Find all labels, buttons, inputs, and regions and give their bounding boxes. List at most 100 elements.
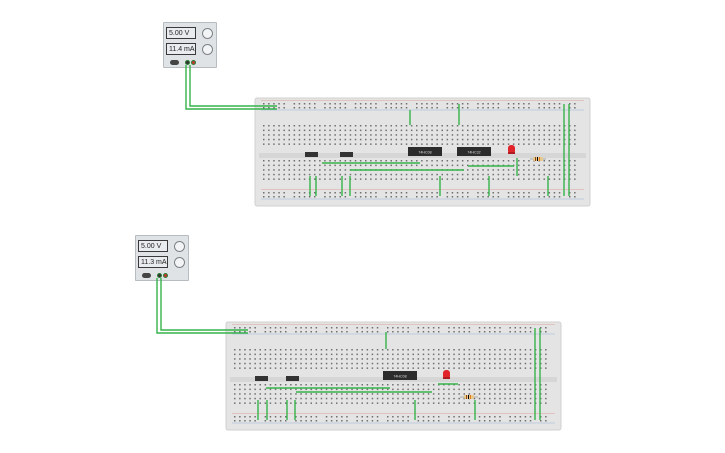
breadboard-hole[interactable] [249, 353, 251, 356]
breadboard-hole[interactable] [314, 192, 316, 194]
breadboard-hole[interactable] [422, 327, 425, 329]
breadboard-hole[interactable] [329, 129, 331, 132]
breadboard-hole[interactable] [427, 349, 430, 351]
breadboard-hole[interactable] [497, 107, 500, 109]
breadboard-hole[interactable] [489, 362, 491, 365]
breadboard-hole[interactable] [298, 134, 301, 136]
breadboard-hole[interactable] [463, 420, 466, 422]
breadboard-hole[interactable] [467, 178, 469, 180]
breadboard-hole[interactable] [283, 178, 285, 180]
breadboard-hole[interactable] [540, 353, 542, 356]
breadboard-hole[interactable] [432, 349, 435, 351]
breadboard-hole[interactable] [356, 349, 358, 351]
breadboard-hole[interactable] [329, 160, 331, 162]
breadboard-hole[interactable] [489, 388, 491, 391]
breadboard-hole[interactable] [308, 125, 311, 127]
breadboard-hole[interactable] [412, 362, 415, 365]
breadboard-hole[interactable] [504, 393, 506, 395]
breadboard-hole[interactable] [514, 358, 517, 360]
breadboard-hole[interactable] [548, 196, 551, 198]
breadboard-hole[interactable] [504, 397, 506, 400]
breadboard-hole[interactable] [375, 107, 377, 109]
breadboard-hole[interactable] [524, 327, 527, 329]
breadboard-hole[interactable] [315, 367, 318, 369]
breadboard-hole[interactable] [390, 103, 393, 105]
breadboard-hole[interactable] [264, 420, 267, 422]
breadboard-hole[interactable] [234, 384, 236, 386]
breadboard-hole[interactable] [438, 420, 440, 422]
breadboard-hole[interactable] [285, 416, 287, 418]
breadboard-hole[interactable] [344, 173, 347, 176]
breadboard-hole[interactable] [463, 353, 466, 356]
breadboard-hole[interactable] [421, 134, 423, 136]
breadboard-hole[interactable] [371, 331, 374, 333]
breadboard-hole[interactable] [405, 164, 408, 167]
breadboard-hole[interactable] [443, 384, 445, 386]
breadboard-hole[interactable] [533, 129, 535, 132]
breadboard-hole[interactable] [249, 349, 251, 351]
breadboard-hole[interactable] [344, 169, 347, 171]
breadboard-hole[interactable] [463, 358, 466, 360]
breadboard-hole[interactable] [381, 397, 384, 400]
breadboard-hole[interactable] [330, 327, 333, 329]
breadboard-hole[interactable] [376, 358, 379, 360]
breadboard-hole[interactable] [339, 196, 342, 198]
breadboard-hole[interactable] [346, 331, 348, 333]
breadboard-hole[interactable] [473, 358, 476, 360]
breadboard-hole[interactable] [519, 353, 522, 356]
breadboard-hole[interactable] [507, 169, 510, 171]
breadboard-hole[interactable] [473, 362, 476, 365]
breadboard-hole[interactable] [385, 196, 387, 198]
breadboard-hole[interactable] [417, 402, 420, 404]
breadboard-hole[interactable] [293, 129, 296, 132]
breadboard-hole[interactable] [412, 353, 415, 356]
breadboard-hole[interactable] [305, 362, 307, 365]
breadboard-hole[interactable] [553, 125, 556, 127]
breadboard-hole[interactable] [295, 416, 297, 418]
breadboard-hole[interactable] [254, 358, 256, 360]
breadboard-hole[interactable] [402, 331, 404, 333]
breadboard-hole[interactable] [268, 138, 270, 141]
breadboard-hole[interactable] [288, 160, 291, 162]
breadboard-hole[interactable] [483, 327, 486, 329]
breadboard-hole[interactable] [303, 125, 306, 127]
breadboard-hole[interactable] [239, 349, 241, 351]
breadboard-hole[interactable] [538, 143, 540, 145]
breadboard-hole[interactable] [467, 129, 469, 132]
breadboard-hole[interactable] [456, 125, 459, 127]
breadboard-hole[interactable] [400, 125, 403, 127]
breadboard-hole[interactable] [254, 367, 256, 369]
breadboard-hole[interactable] [344, 134, 347, 136]
breadboard-hole[interactable] [397, 358, 399, 360]
breadboard-hole[interactable] [426, 173, 428, 176]
breadboard-hole[interactable] [405, 196, 408, 198]
breadboard-hole[interactable] [356, 397, 358, 400]
breadboard-hole[interactable] [293, 192, 296, 194]
breadboard-hole[interactable] [405, 192, 408, 194]
breadboard-hole[interactable] [356, 402, 358, 404]
breadboard-hole[interactable] [492, 169, 495, 171]
breadboard-hole[interactable] [293, 134, 296, 136]
breadboard-hole[interactable] [336, 367, 338, 369]
breadboard-hole[interactable] [269, 384, 272, 386]
breadboard-hole[interactable] [448, 388, 450, 391]
breadboard-hole[interactable] [443, 358, 445, 360]
breadboard-hole[interactable] [468, 388, 471, 391]
breadboard-hole[interactable] [334, 196, 336, 198]
breadboard-hole[interactable] [478, 393, 481, 395]
breadboard-hole[interactable] [273, 160, 275, 162]
breadboard-hole[interactable] [366, 367, 369, 369]
breadboard-hole[interactable] [279, 362, 282, 365]
breadboard-hole[interactable] [543, 169, 546, 171]
breadboard-hole[interactable] [553, 169, 556, 171]
breadboard-hole[interactable] [375, 138, 377, 141]
breadboard-hole[interactable] [320, 349, 323, 351]
breadboard-hole[interactable] [264, 393, 267, 395]
breadboard-hole[interactable] [509, 358, 511, 360]
breadboard-hole[interactable] [540, 327, 542, 329]
breadboard-hole[interactable] [330, 416, 333, 418]
breadboard-hole[interactable] [553, 138, 556, 141]
breadboard-hole[interactable] [392, 362, 394, 365]
breadboard-hole[interactable] [499, 402, 501, 404]
breadboard-hole[interactable] [492, 160, 495, 162]
